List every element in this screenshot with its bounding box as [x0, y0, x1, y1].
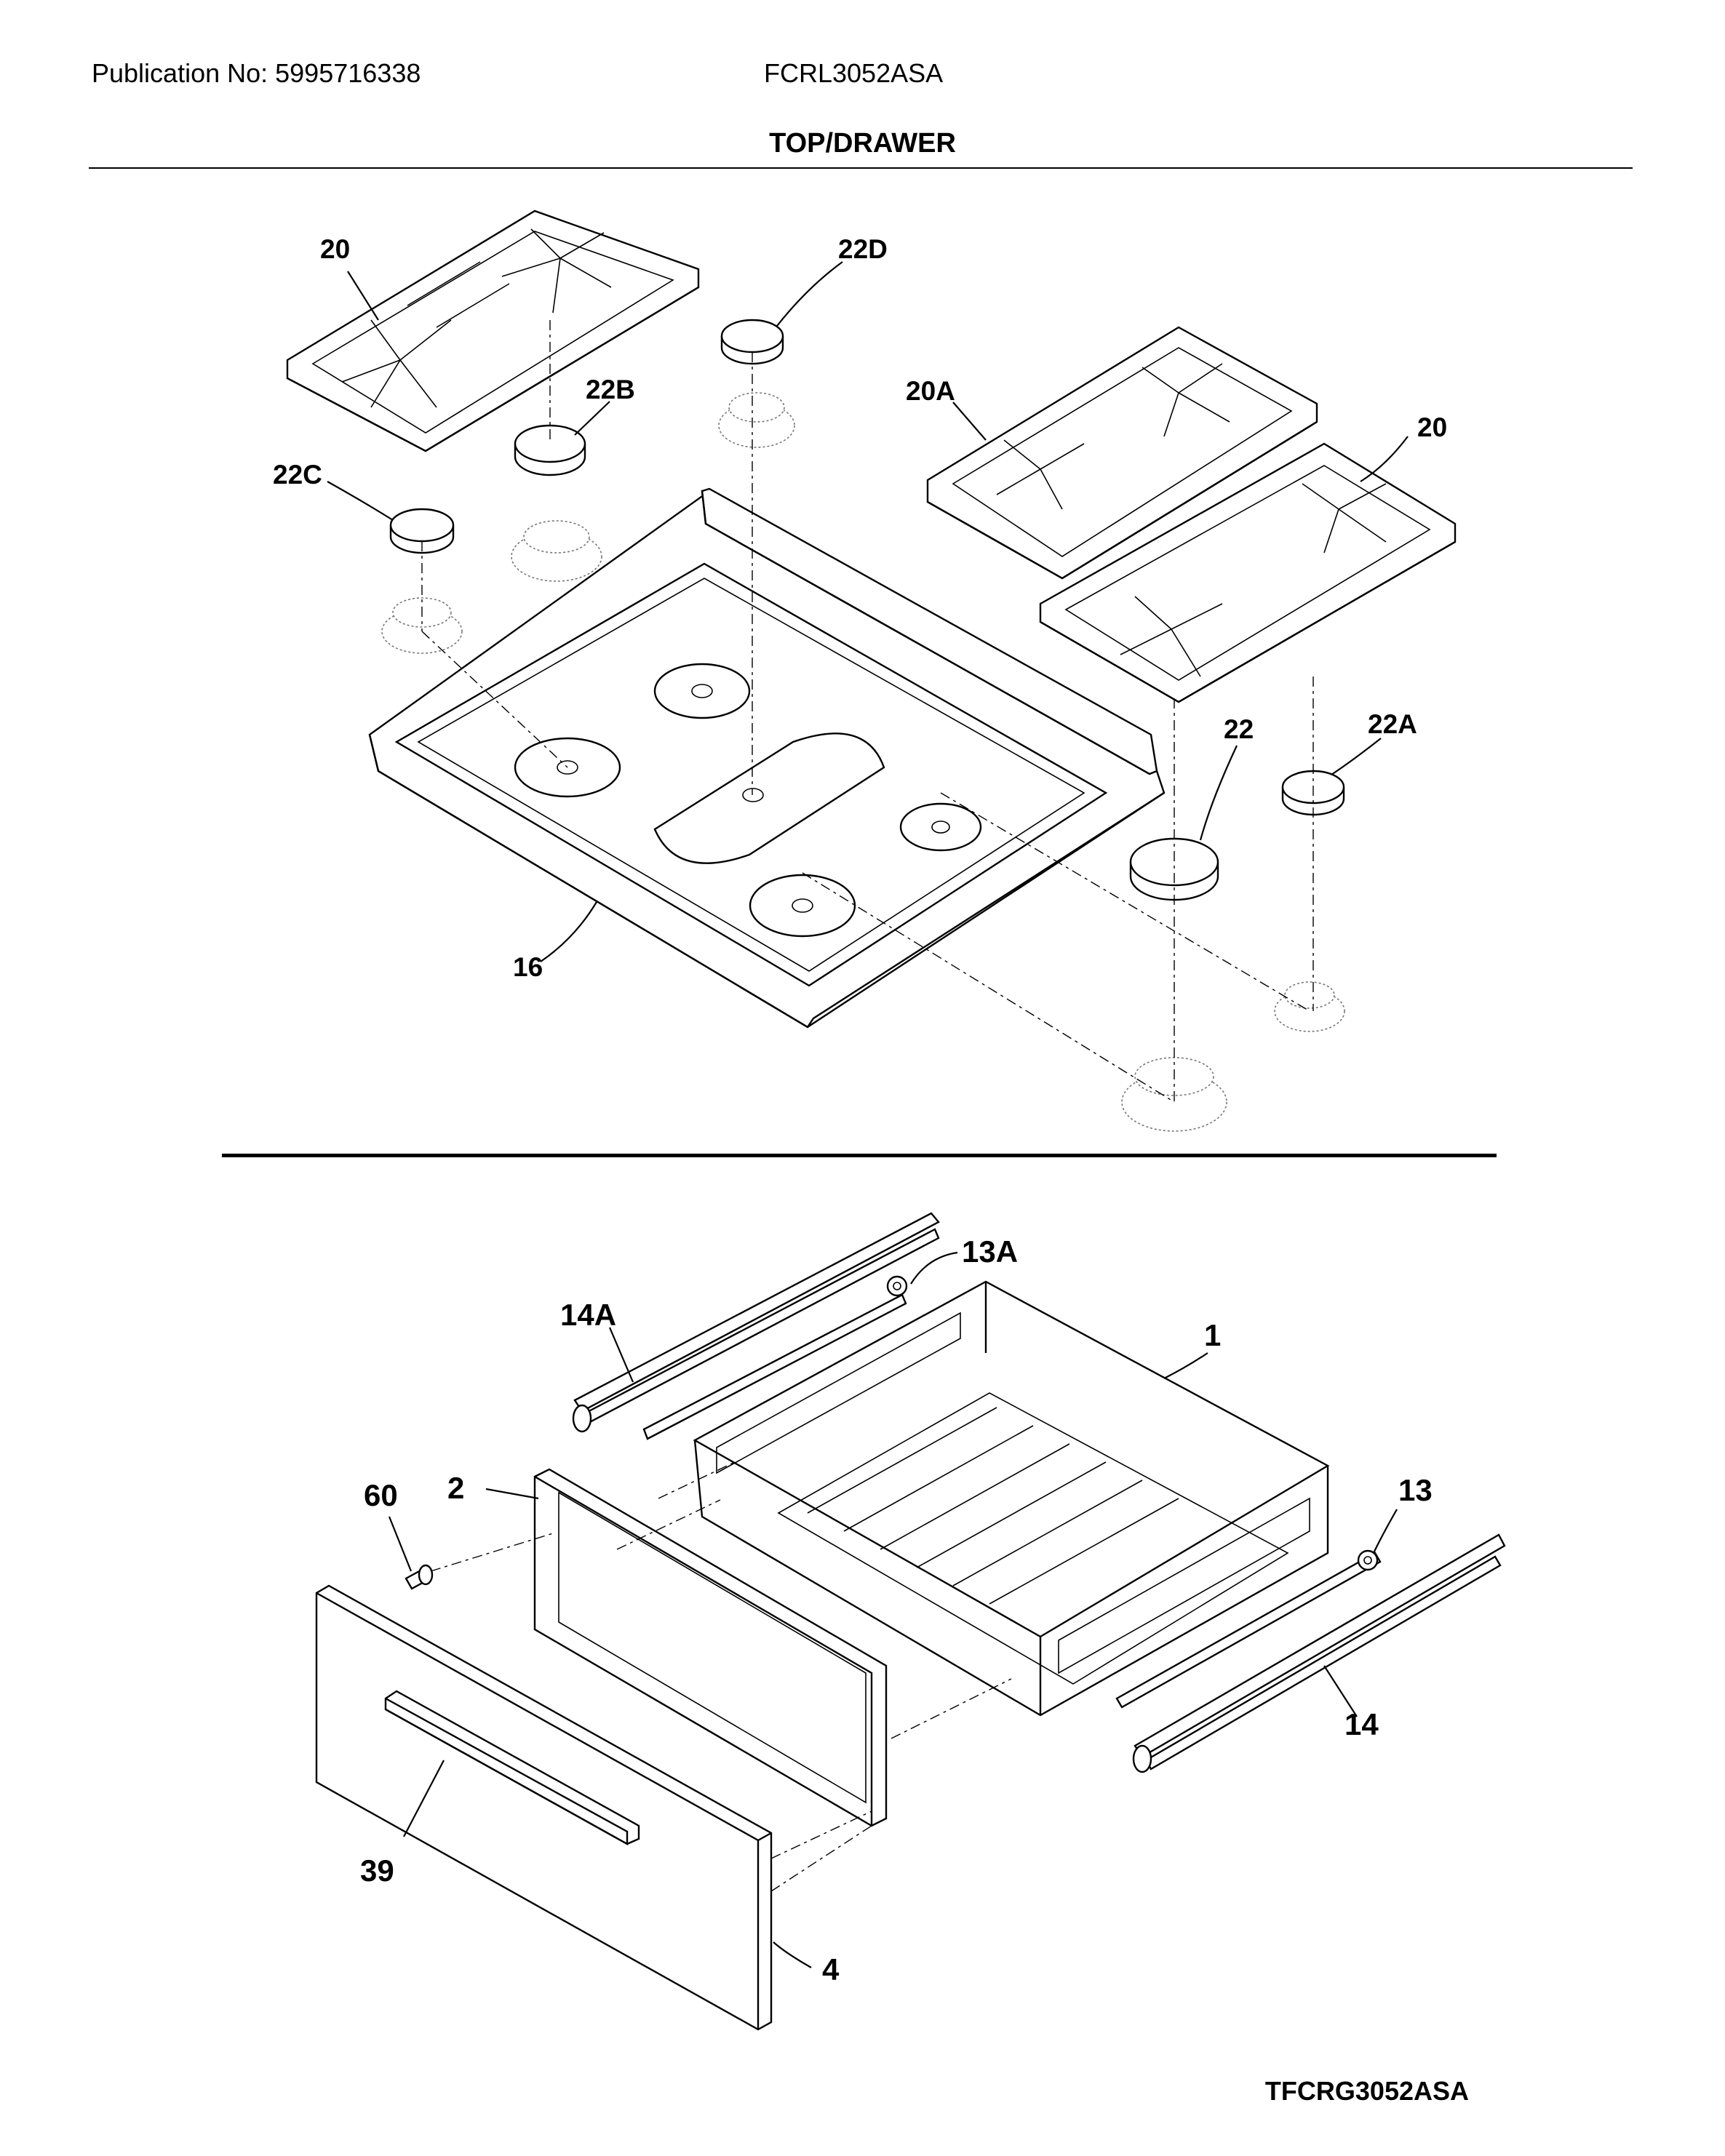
- burner-grate-right: [1039, 442, 1457, 703]
- burner-cap-22D: [720, 319, 784, 365]
- burner-grate-left: [286, 209, 700, 452]
- screw: [405, 1564, 434, 1590]
- drawer-rail-left-inner: [642, 1293, 907, 1440]
- leader-lines: [327, 261, 1409, 1968]
- drawer-handle: [384, 1690, 640, 1846]
- callout-22D: 22D: [838, 234, 888, 264]
- burner-cap-22B: [514, 424, 586, 476]
- drawer-rail-right-inner: [1115, 1552, 1382, 1709]
- callout-1: 1: [1204, 1318, 1221, 1352]
- callout-14A: 14A: [560, 1298, 616, 1332]
- burner-head-ghost-22C: [381, 597, 463, 654]
- burner-head-ghost-22B: [511, 520, 602, 582]
- diagram-code: TFCRG3052ASA: [1264, 2076, 1469, 2106]
- callout-13A: 13A: [962, 1234, 1018, 1269]
- drawer-slide-left: [572, 1212, 940, 1433]
- cooktop-main-top: [368, 487, 1166, 1029]
- header-rule: [89, 167, 1633, 169]
- callout-4: 4: [822, 1952, 840, 1987]
- drawer-body: [693, 1280, 1330, 1717]
- callout-39: 39: [360, 1853, 394, 1888]
- callout-13: 13: [1398, 1473, 1433, 1507]
- section-title: TOP/DRAWER: [769, 128, 956, 159]
- callout-labels: 20 22D 22B 20A 20 22C 22 22A 16 13A 14A …: [273, 234, 1447, 1987]
- section-divider: [222, 1154, 1497, 1157]
- drawer-inner-panel: [533, 1468, 888, 1827]
- drawer-roller-right: [1357, 1549, 1379, 1571]
- burner-grate-center-20A: [926, 326, 1318, 580]
- callout-60: 60: [364, 1478, 398, 1512]
- drawer-front: [315, 1584, 773, 2031]
- drawer-alignment-lines: [430, 1461, 1012, 1892]
- callout-22C: 22C: [273, 460, 322, 490]
- callout-20A: 20A: [906, 376, 955, 406]
- drawer-slide-right: [1132, 1533, 1506, 1773]
- burner-head-ghost-22A: [1274, 981, 1345, 1032]
- top-alignment-lines: [421, 320, 1314, 1103]
- callout-20-left: 20: [320, 234, 350, 264]
- callout-22: 22: [1224, 714, 1254, 744]
- callout-16: 16: [513, 952, 543, 982]
- drawer-roller-left: [886, 1275, 908, 1297]
- callout-2: 2: [447, 1471, 464, 1505]
- burner-cap-22C: [389, 508, 455, 554]
- callout-20-right: 20: [1417, 412, 1447, 442]
- burner-cap-22: [1129, 837, 1219, 901]
- callout-14: 14: [1344, 1707, 1379, 1741]
- burner-head-ghost-22D: [718, 392, 795, 448]
- callout-22A: 22A: [1368, 709, 1417, 739]
- model-number: FCRL3052ASA: [764, 58, 944, 88]
- callout-22B: 22B: [586, 375, 635, 404]
- publication-number: Publication No: 5995716338: [92, 58, 421, 88]
